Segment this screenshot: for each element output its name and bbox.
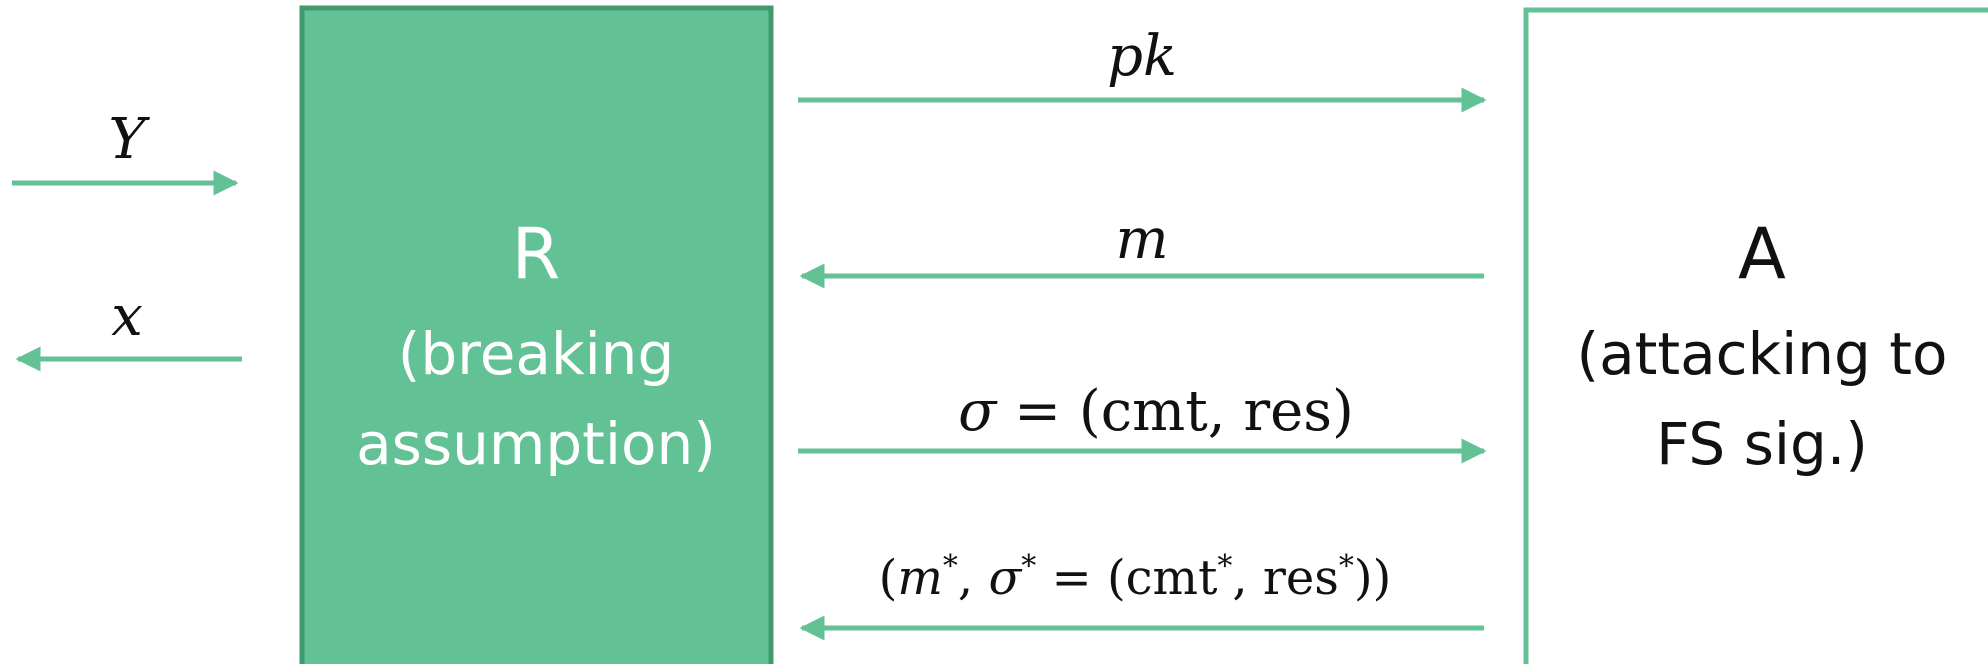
solution-label: x [111,284,143,349]
reduction-box [299,5,774,664]
adversary-title: A [1738,213,1786,295]
adversary-desc-line2: FS sig.) [1656,410,1868,478]
adversary-box [1523,7,1988,664]
adversary-desc-line1: (attacking to [1576,320,1947,388]
reduction-desc-line2: assumption) [356,410,716,478]
challenge-label: Y [109,107,151,172]
signature-label: σ = (cmt, res) [958,379,1354,444]
forgery-label: (m*, σ* = (cmt*, res*)) [879,549,1392,606]
reduction-desc-line1: (breaking [398,320,675,388]
reduction-title: R [512,213,561,295]
public-key-label: pk [1107,24,1177,89]
message-label: m [1115,207,1168,272]
